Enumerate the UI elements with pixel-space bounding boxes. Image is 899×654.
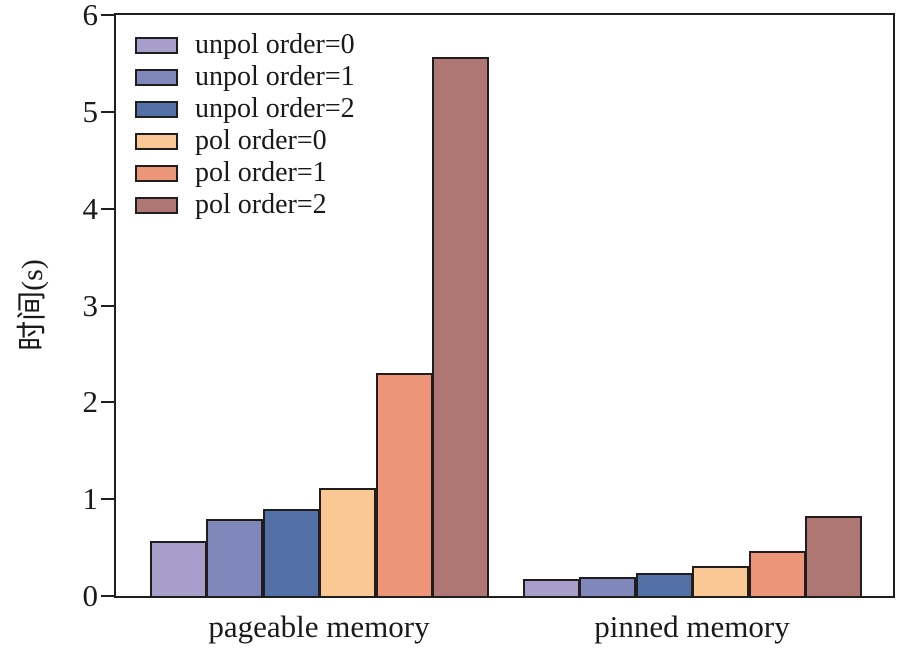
- legend-item-label: unpol order=2: [195, 93, 355, 124]
- legend-item: unpol order=1: [135, 62, 355, 92]
- y-tick-label: 2: [82, 384, 99, 420]
- bar-pageable-series5: [432, 57, 489, 596]
- bar-pinned-series3: [692, 566, 749, 596]
- legend-item: unpol order=0: [135, 30, 355, 60]
- legend-swatch-icon: [135, 196, 178, 214]
- bar-pageable-series1: [206, 519, 263, 596]
- bar-pageable-series2: [263, 509, 320, 596]
- x-category-label-pinned: pinned memory: [594, 609, 790, 644]
- y-tick-label: 5: [82, 93, 99, 129]
- bar-pinned-series1: [579, 577, 636, 596]
- legend-item: unpol order=2: [135, 94, 355, 124]
- bar-pageable-series0: [150, 541, 207, 596]
- legend-swatch-icon: [135, 100, 178, 118]
- bar-pageable-series4: [376, 373, 433, 596]
- legend-swatch-icon: [135, 132, 178, 150]
- y-tick-label: 4: [82, 190, 99, 226]
- bar-pinned-series5: [805, 516, 862, 596]
- legend-item: pol order=2: [135, 190, 355, 220]
- x-category-label-pageable: pageable memory: [208, 609, 430, 644]
- bar-pinned-series4: [749, 551, 806, 596]
- y-tick-label: 1: [82, 481, 99, 517]
- bar-pinned-series0: [523, 579, 580, 596]
- y-tick-mark: [101, 207, 114, 210]
- y-tick-mark: [101, 110, 114, 113]
- y-tick-label: 0: [82, 578, 99, 613]
- y-tick-label: 6: [82, 0, 99, 32]
- legend-item-label: pol order=1: [195, 157, 327, 188]
- legend-item-label: unpol order=0: [195, 29, 355, 60]
- legend-item-label: unpol order=1: [195, 61, 355, 92]
- y-tick-mark: [101, 14, 114, 16]
- y-tick-mark: [101, 304, 114, 307]
- legend-item: pol order=1: [135, 158, 355, 188]
- y-tick-mark: [101, 498, 114, 501]
- y-tick-mark: [101, 401, 114, 404]
- legend-swatch-icon: [135, 36, 178, 54]
- legend-item-label: pol order=2: [195, 189, 327, 220]
- y-tick-mark: [101, 595, 114, 597]
- legend-swatch-icon: [135, 164, 178, 182]
- legend-item: pol order=0: [135, 126, 355, 156]
- legend-item-label: pol order=0: [195, 125, 327, 156]
- bar-pinned-series2: [636, 573, 693, 596]
- y-tick-label: 3: [82, 287, 99, 323]
- legend-swatch-icon: [135, 68, 178, 86]
- bar-pageable-series3: [319, 488, 376, 596]
